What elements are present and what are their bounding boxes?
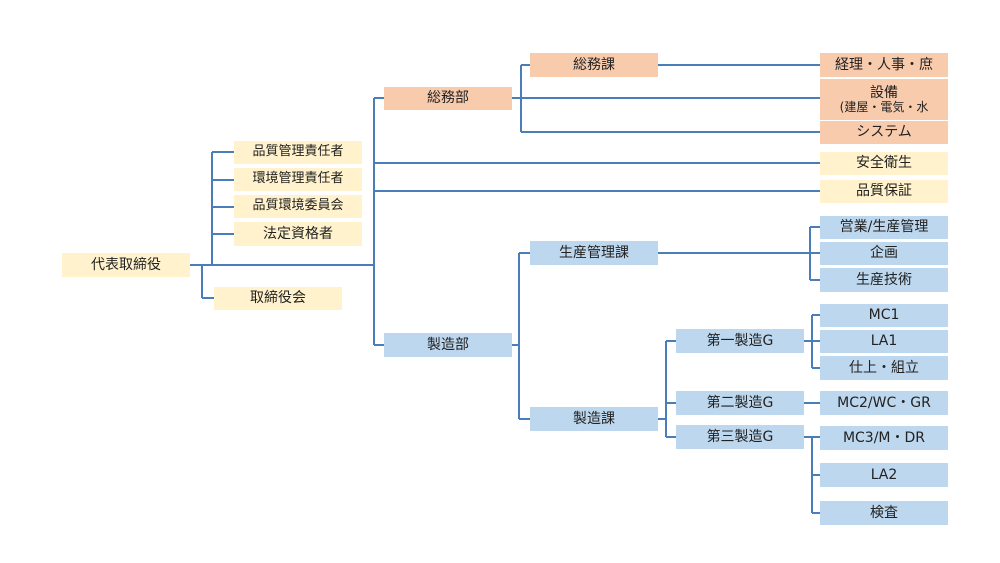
staff-quality-manager: 品質管理責任者	[234, 141, 362, 164]
group-3-box: 第三製造G	[676, 425, 804, 449]
safety-box: 安全衛生	[820, 152, 948, 175]
production-control-section-box: 生産管理課	[530, 241, 658, 265]
g1-finishing-box: 仕上・組立	[820, 356, 948, 380]
ceo-box: 代表取締役	[62, 253, 190, 277]
group-1-box: 第一製造G	[676, 329, 804, 353]
general-affairs-section-box: 総務課	[530, 53, 658, 77]
g1-mc1-box: MC1	[820, 304, 948, 327]
staff-legal-qualified: 法定資格者	[234, 222, 362, 246]
ga-accounting-box: 経理・人事・庶	[820, 53, 948, 77]
ga-facilities-box: 設備 (建屋・電気・水	[820, 79, 948, 120]
board-box: 取締役会	[214, 287, 342, 310]
staff-environment-manager: 環境管理責任者	[234, 168, 362, 191]
g3-la2-box: LA2	[820, 463, 948, 487]
group-2-box: 第二製造G	[676, 391, 804, 415]
pc-planning-box: 企画	[820, 242, 948, 265]
staff-qe-committee: 品質環境委員会	[234, 195, 362, 218]
g1-la1-box: LA1	[820, 330, 948, 353]
ga-facilities-sub: (建屋・電気・水	[839, 99, 929, 114]
pc-sales-box: 営業/生産管理	[820, 216, 948, 239]
ga-system-box: システム	[820, 121, 948, 144]
general-affairs-dept-box: 総務部	[384, 87, 512, 110]
manufacturing-section-box: 製造課	[530, 407, 658, 431]
ga-facilities-title: 設備	[870, 84, 898, 101]
g3-mc3-box: MC3/M・DR	[820, 426, 948, 450]
g3-inspection-box: 検査	[820, 501, 948, 525]
manufacturing-dept-box: 製造部	[384, 333, 512, 357]
pc-engineering-box: 生産技術	[820, 268, 948, 292]
qa-box: 品質保証	[820, 180, 948, 203]
g2-mc2-box: MC2/WC・GR	[820, 391, 948, 415]
